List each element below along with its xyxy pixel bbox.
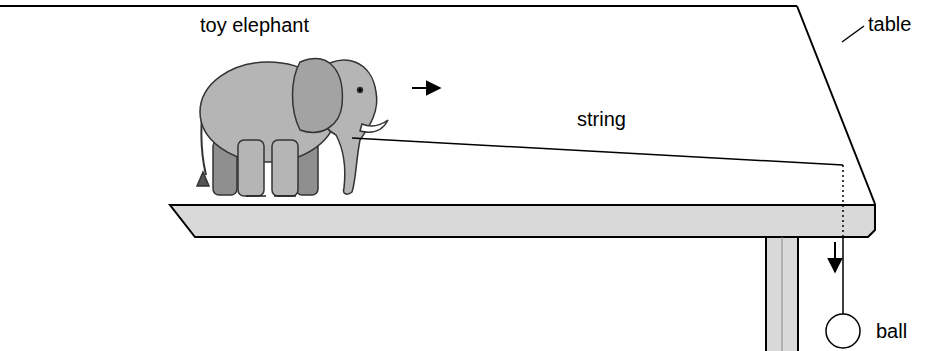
table [0,6,875,351]
string [352,138,843,314]
ball [826,314,860,348]
part-label: table [868,13,911,35]
part-label: toy elephant [200,14,309,36]
part-label: string [577,108,626,130]
motion-arrow [834,242,836,272]
leader-line [842,26,864,42]
motion-arrow [412,87,440,89]
toy-elephant [197,59,388,196]
part-label: ball [876,320,907,342]
